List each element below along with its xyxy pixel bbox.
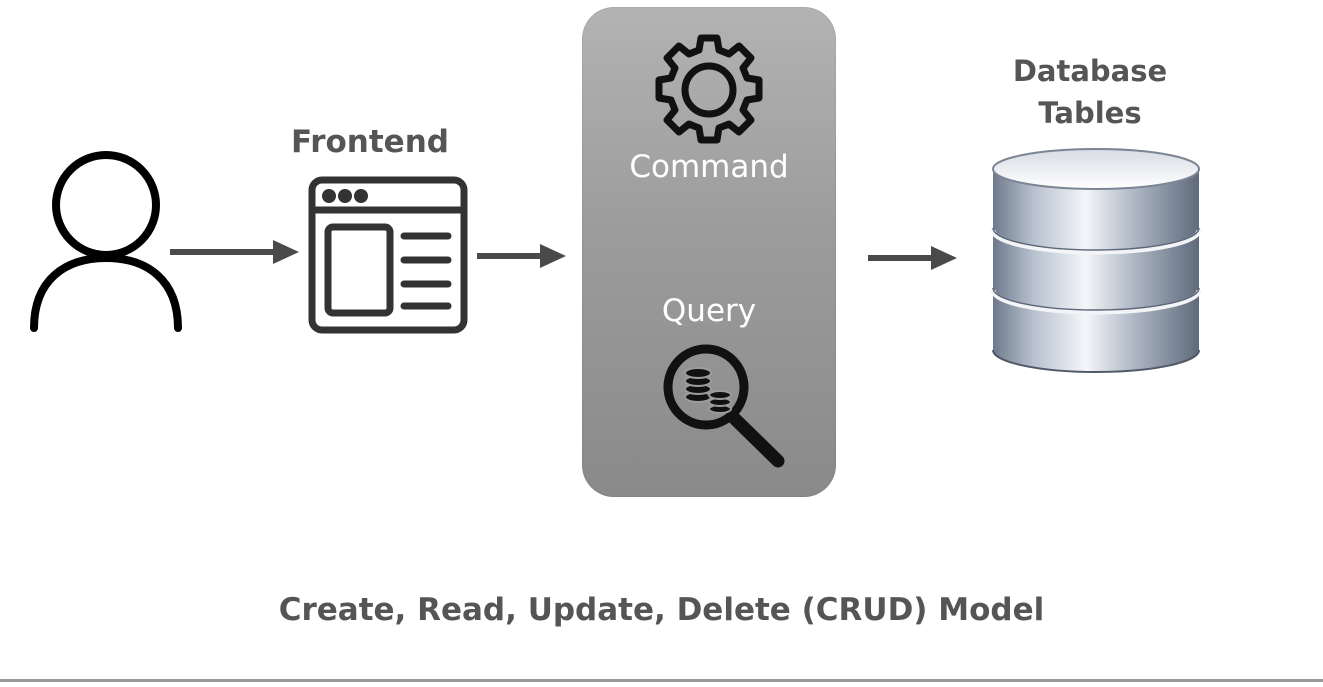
bottom-divider (0, 679, 1323, 682)
browser-window-icon (308, 176, 468, 334)
frontend-label: Frontend (291, 124, 449, 160)
search-database-icon (663, 344, 785, 468)
query-label: Query (661, 293, 757, 329)
user-icon (30, 151, 182, 332)
gear-icon (655, 34, 763, 144)
arrow-right-icon (170, 240, 299, 264)
command-label: Command (629, 149, 789, 185)
diagram-caption: Create, Read, Update, Delete (CRUD) Mode… (278, 592, 1045, 628)
arrow-right-icon (868, 246, 957, 270)
command-query-panel: Command Query (582, 7, 836, 497)
arrow-right-icon (477, 244, 566, 268)
database-label-line1: Database (1012, 54, 1168, 88)
database-label-line2: Tables (1038, 96, 1142, 130)
database-icon (990, 148, 1202, 373)
database-label: Database Tables (990, 50, 1190, 134)
